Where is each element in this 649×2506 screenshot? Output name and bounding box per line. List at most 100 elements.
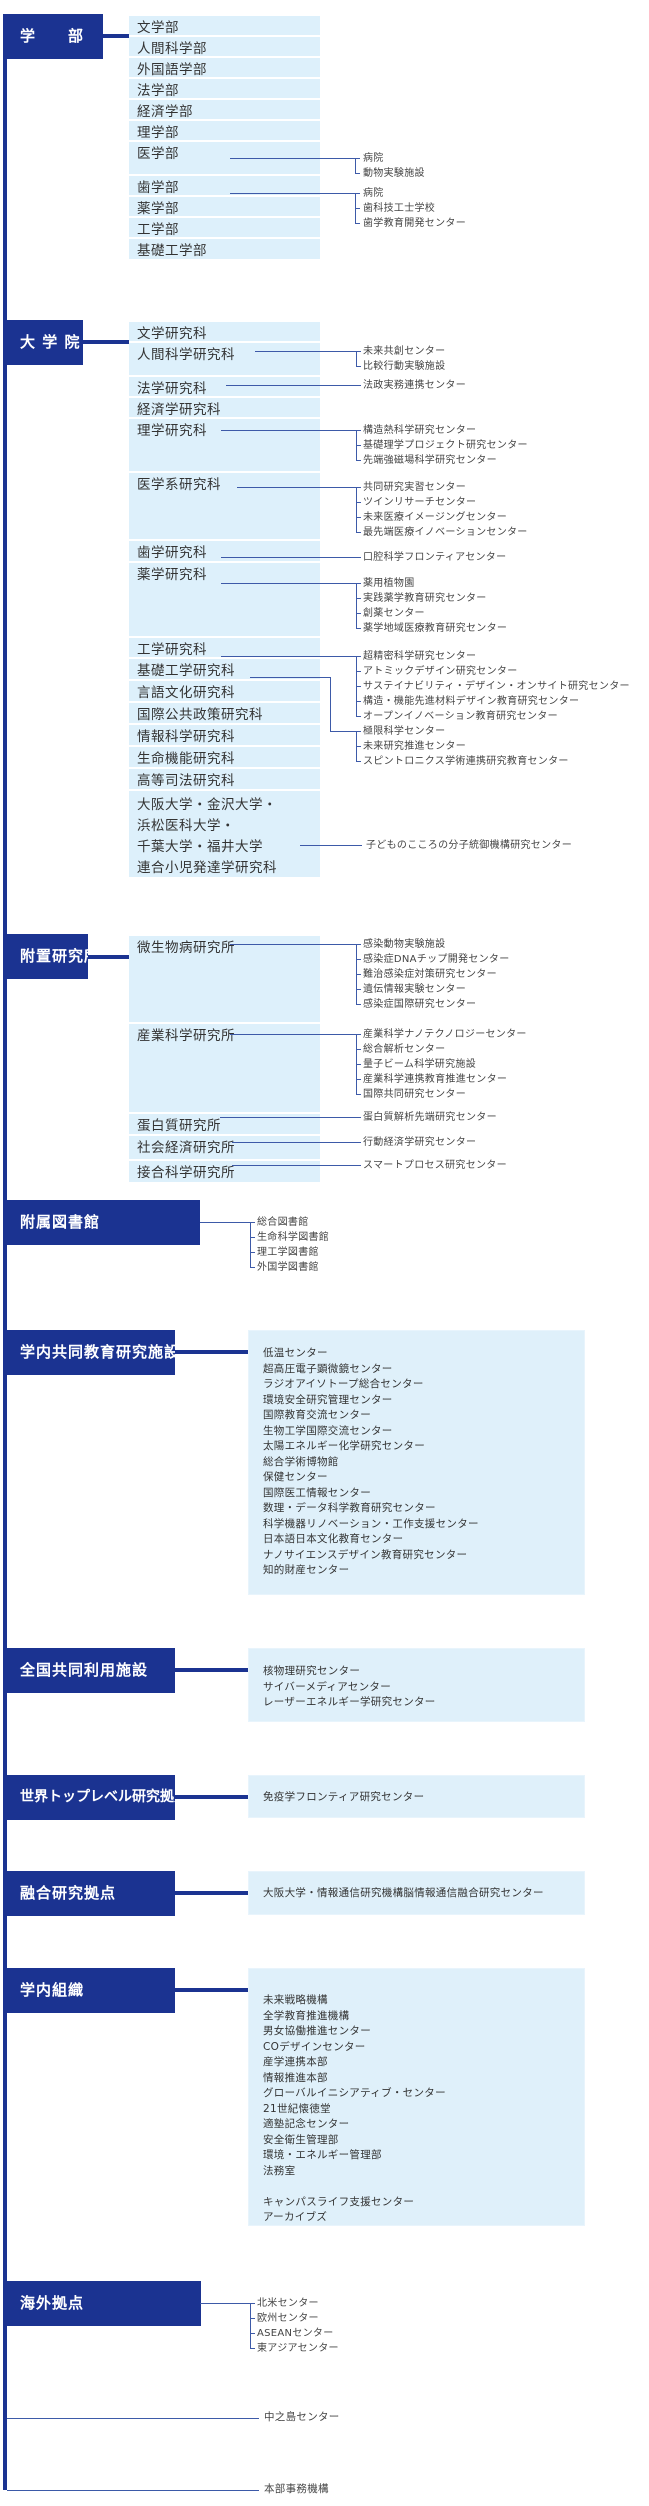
section-header-joint-facilities[interactable]: 学内共同教育研究施設 (3, 1330, 179, 1375)
list-item[interactable]: 医学系研究科 (129, 471, 320, 539)
child-unit[interactable]: 欧州センター (257, 2313, 319, 2324)
list-item[interactable]: 未来戦略機構 (263, 1994, 328, 2006)
child-unit[interactable]: 総合解析センター (363, 1044, 446, 1055)
child-unit[interactable]: 比較行動実験施設 (363, 361, 446, 372)
list-item[interactable]: 歯学研究科 (129, 539, 320, 561)
child-unit[interactable]: 口腔科学フロンティアセンター (363, 552, 507, 563)
section-header-institutes[interactable]: 附置研究所 (3, 934, 99, 979)
child-unit[interactable]: ASEANセンター (257, 2328, 334, 2339)
section-header-graduate[interactable]: 大 学 院 (3, 320, 83, 365)
list-item[interactable]: 経済学研究科 (129, 396, 320, 418)
child-unit[interactable]: 子どものこころの分子統御機構研究センター (366, 840, 572, 851)
section-header-faculties[interactable]: 学 部 (3, 14, 103, 59)
list-item[interactable]: ラジオアイソトープ総合センター (263, 1378, 424, 1390)
child-unit[interactable]: 生命科学図書館 (257, 1232, 330, 1243)
list-item[interactable]: 総合学術博物館 (263, 1455, 339, 1468)
list-item[interactable]: 蛋白質研究所 (129, 1112, 320, 1134)
child-unit[interactable]: アトミックデザイン研究センター (363, 666, 518, 677)
section-header-fusion[interactable]: 融合研究拠点 (3, 1871, 175, 1916)
list-item[interactable]: ナノサイエンスデザイン教育研究センター (263, 1548, 468, 1561)
list-item[interactable]: 知的財産センター (263, 1564, 350, 1576)
list-item[interactable]: 産業科学研究所 (129, 1022, 320, 1112)
child-unit[interactable]: 基礎理学プロジェクト研究センター (363, 440, 528, 451)
list-item[interactable]: 核物理研究センター (263, 1665, 361, 1677)
child-unit[interactable]: 未来医療イメージングセンター (363, 512, 507, 523)
list-item-joint-program[interactable]: 大阪大学・金沢大学・浜松医科大学・千葉大学・福井大学連合小児発達学研究科 (129, 789, 320, 877)
child-unit[interactable]: 外国学図書館 (257, 1262, 319, 1273)
list-item[interactable]: 薬学部 (129, 195, 320, 217)
list-item[interactable]: 太陽エネルギー化学研究センター (263, 1440, 425, 1452)
list-item[interactable]: 高等司法研究科 (129, 767, 320, 789)
child-unit[interactable]: 薬学地域医療教育研究センター (363, 623, 508, 634)
list-item[interactable]: 言語文化研究科 (129, 679, 320, 701)
list-item[interactable]: 社会経済研究所 (129, 1134, 320, 1159)
list-item[interactable]: 安全衛生管理部 (263, 2133, 339, 2146)
list-item[interactable]: 日本語日本文化教育センター (263, 1533, 404, 1545)
nakanoshima-center[interactable]: 中之島センター (264, 2411, 340, 2423)
list-item[interactable]: 情報推進本部 (263, 2071, 328, 2084)
child-unit[interactable]: 病院 (363, 188, 384, 199)
section-header-internal-org[interactable]: 学内組織 (3, 1968, 175, 2013)
list-item[interactable]: COデザインセンター (263, 2040, 366, 2053)
list-item[interactable]: 低温センター (263, 1347, 328, 1359)
list-item[interactable]: 接合科学研究所 (129, 1159, 320, 1182)
child-unit[interactable]: 感染症DNAチップ開発センター (363, 954, 510, 965)
list-item[interactable]: 医学部 (129, 140, 320, 174)
list-item[interactable]: レーザーエネルギー学研究センター (263, 1696, 436, 1708)
child-unit[interactable]: 難治感染症対策研究センター (363, 969, 497, 980)
child-unit[interactable]: 産業科学ナノテクノロジーセンター (363, 1029, 527, 1040)
child-unit[interactable]: 構造・機能先進材料デザイン教育研究センター (363, 696, 580, 707)
list-item[interactable]: 数理・データ科学教育研究センター (263, 1502, 436, 1514)
list-item[interactable]: 科学機器リノベーション・工作支援センター (263, 1517, 479, 1530)
child-unit[interactable]: 蛋白質解析先端研究センター (363, 1112, 497, 1123)
list-item[interactable]: 国際医工情報センター (263, 1486, 371, 1499)
child-unit[interactable]: 感染症国際研究センター (363, 999, 477, 1010)
child-unit[interactable]: 超精密科学研究センター (363, 651, 477, 662)
child-unit[interactable]: 理工学図書館 (257, 1247, 319, 1258)
list-item[interactable]: 環境安全研究管理センター (263, 1393, 393, 1406)
child-unit[interactable]: 未来研究推進センター (363, 741, 466, 752)
list-item[interactable]: 基礎工学研究科 (129, 657, 320, 679)
child-unit[interactable]: 未来共創センター (363, 346, 446, 357)
child-unit[interactable]: 感染動物実験施設 (363, 939, 446, 950)
list-item[interactable]: 環境・エネルギー管理部 (263, 2149, 382, 2161)
list-item[interactable]: 男女協働推進センター (263, 2025, 371, 2037)
list-item[interactable]: 歯学部 (129, 174, 320, 196)
list-item[interactable]: 微生物病研究所 (129, 934, 320, 1022)
section-header-overseas[interactable]: 海外拠点 (3, 2281, 201, 2326)
list-item[interactable]: 21世紀懐徳堂 (263, 2102, 331, 2115)
child-unit[interactable]: 遺伝情報実験センター (363, 984, 466, 995)
child-unit[interactable]: 薬用植物園 (363, 578, 415, 589)
list-item[interactable]: アーカイブズ (263, 2211, 328, 2223)
list-item[interactable]: 基礎工学部 (129, 237, 320, 259)
section-header-library[interactable]: 附属図書館 (3, 1200, 200, 1245)
child-unit[interactable]: 量子ビーム科学研究施設 (363, 1059, 476, 1070)
list-item[interactable]: 理学部 (129, 119, 320, 141)
section-header-world-premier[interactable]: 世界トップレベル研究拠点 (3, 1775, 188, 1820)
list-item[interactable]: 工学部 (129, 216, 320, 238)
list-item[interactable]: 適塾記念センター (263, 2118, 350, 2130)
child-unit[interactable]: スピントロニクス学術連携研究教育センター (363, 756, 569, 767)
list-item[interactable]: 人間科学部 (129, 35, 320, 57)
child-unit[interactable]: 総合図書館 (257, 1217, 309, 1228)
child-unit[interactable]: サステイナビリティ・デザイン・オンサイト研究センター (363, 681, 630, 692)
admin-bureau[interactable]: 本部事務機構 (264, 2483, 329, 2495)
list-item[interactable]: サイバーメディアセンター (263, 1680, 392, 1693)
child-unit[interactable]: オープンイノベーション教育研究センター (363, 711, 558, 722)
list-item[interactable]: 生命機能研究科 (129, 745, 320, 767)
list-item[interactable]: キャンパスライフ支援センター (263, 2195, 415, 2208)
list-item[interactable]: 生物工学国際交流センター (263, 1424, 393, 1437)
list-item[interactable]: 保健センター (263, 1471, 328, 1483)
child-unit[interactable]: 東アジアセンター (257, 2343, 339, 2354)
list-item[interactable]: 人間科学研究科 (129, 341, 320, 375)
child-unit[interactable]: 動物実験施設 (363, 168, 425, 179)
section-header-national-facilities[interactable]: 全国共同利用施設 (3, 1648, 175, 1693)
child-unit[interactable]: ツインリサーチセンター (363, 497, 477, 508)
list-item[interactable]: 法学部 (129, 77, 320, 99)
list-item[interactable]: 法務室 (263, 2164, 296, 2177)
list-item[interactable]: 文学研究科 (129, 320, 320, 342)
list-item[interactable]: グローバルイニシアティブ・センター (263, 2087, 446, 2099)
child-unit[interactable]: スマートプロセス研究センター (363, 1160, 507, 1171)
list-item[interactable]: 法学研究科 (129, 375, 320, 397)
list-item[interactable]: 情報科学研究科 (129, 723, 320, 745)
